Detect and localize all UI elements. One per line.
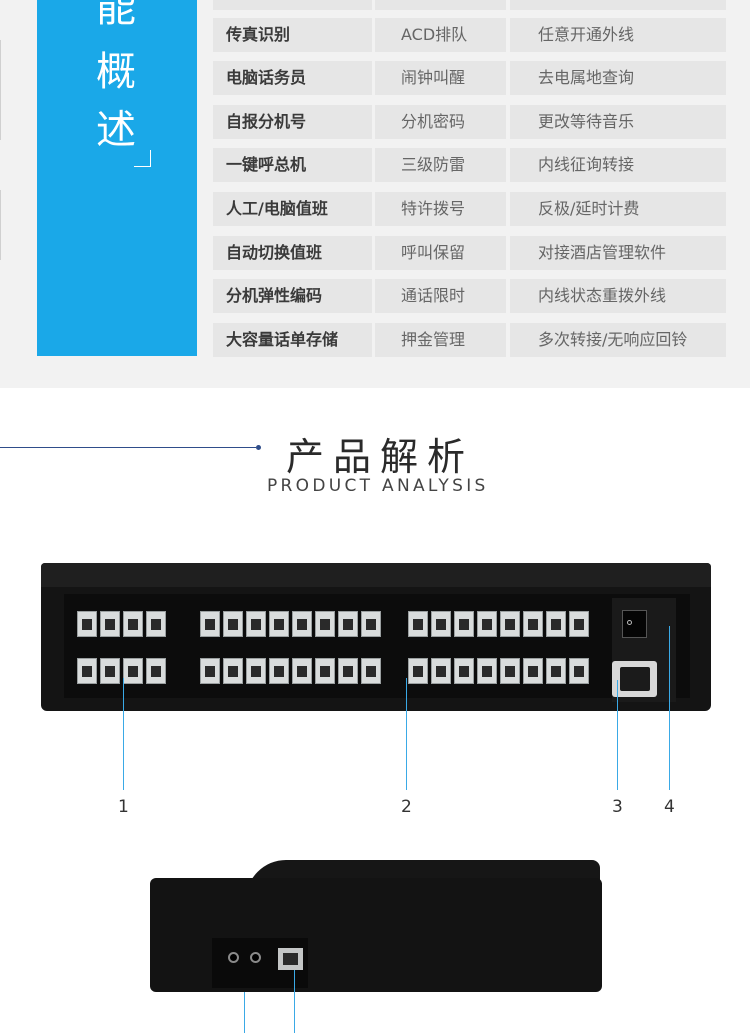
- rj11-port-icon: [546, 658, 566, 684]
- heading-dot: [256, 445, 261, 450]
- feature-cell: [213, 0, 372, 10]
- vertical-title-char: 述: [96, 107, 136, 153]
- rj11-port-icon: [477, 658, 497, 684]
- device-top-edge: [41, 563, 711, 587]
- rj11-port-icon: [246, 611, 266, 637]
- rj11-port-icon: [292, 611, 312, 637]
- rj11-port-icon: [200, 658, 220, 684]
- callout-line-2: [406, 678, 407, 790]
- feature-cell: 人工/电脑值班: [213, 192, 372, 226]
- rj11-port-icon: [408, 611, 428, 637]
- rj11-port-icon: [77, 611, 97, 637]
- rj11-port-icon: [269, 611, 289, 637]
- feature-cell: 分机密码: [375, 105, 506, 139]
- feature-cell: [375, 0, 506, 10]
- feature-cell: 大容量话单存储: [213, 323, 372, 357]
- heading-rule: [0, 447, 256, 448]
- rj11-port-icon: [123, 611, 143, 637]
- rj11-port-icon: [454, 611, 474, 637]
- feature-cell: 自动切换值班: [213, 236, 372, 270]
- feature-cell: 反极/延时计费: [510, 192, 726, 226]
- feature-cell: 分机弹性编码: [213, 279, 372, 313]
- rj11-port-icon: [223, 611, 243, 637]
- rj11-port-icon: [454, 658, 474, 684]
- power-switch-icon: [622, 610, 647, 638]
- section-title: 产品解析: [286, 435, 475, 479]
- feature-cell: 自报分机号: [213, 105, 372, 139]
- power-socket-inner: [620, 667, 650, 691]
- callout-line-side-2: [294, 970, 295, 1033]
- rj11-port-icon: [500, 658, 520, 684]
- rj11-port-icon: [269, 658, 289, 684]
- feature-cell: 一键呼总机: [213, 148, 372, 182]
- rj11-port-icon: [500, 611, 520, 637]
- rj11-port-icon: [569, 611, 589, 637]
- rj11-port-icon: [546, 611, 566, 637]
- rj11-port-icon: [361, 611, 381, 637]
- left-edge-line: [0, 40, 1, 140]
- feature-cell: 内线征询转接: [510, 148, 726, 182]
- vertical-title-char: 能: [96, 0, 136, 31]
- feature-cell: 任意开通外线: [510, 18, 726, 52]
- feature-cell: 闹钟叫醒: [375, 61, 506, 95]
- callout-line-side-1: [244, 992, 245, 1033]
- rj11-port-icon: [100, 611, 120, 637]
- feature-cell: 呼叫保留: [375, 236, 506, 270]
- title-corner-mark: [134, 150, 151, 167]
- rj11-port-icon: [523, 611, 543, 637]
- features-section: 能 概 述 传真识别 ACD排队 任意开通外线 电脑话务员 闹钟叫醒 去电属地查…: [0, 0, 750, 388]
- switch-mark-icon: [627, 620, 632, 625]
- feature-cell: 内线状态重拨外线: [510, 279, 726, 313]
- rj11-port-icon: [477, 611, 497, 637]
- feature-cell: 传真识别: [213, 18, 372, 52]
- audio-jack-icon: [250, 952, 261, 963]
- feature-cell: [510, 0, 726, 10]
- rj11-port-icon: [523, 658, 543, 684]
- rj11-port-icon: [100, 658, 120, 684]
- rj11-port-icon: [315, 611, 335, 637]
- rj11-port-icon: [361, 658, 381, 684]
- feature-cell: 多次转接/无响应回铃: [510, 323, 726, 357]
- callout-line-1: [123, 678, 124, 790]
- feature-cell: ACD排队: [375, 18, 506, 52]
- section-subtitle: PRODUCT ANALYSIS: [267, 476, 489, 496]
- feature-cell: 电脑话务员: [213, 61, 372, 95]
- feature-cell: 特许拨号: [375, 192, 506, 226]
- rj11-port-icon: [431, 611, 451, 637]
- rj11-port-icon: [223, 658, 243, 684]
- feature-cell: 对接酒店管理软件: [510, 236, 726, 270]
- rj11-port-icon: [146, 658, 166, 684]
- rj11-port-icon: [315, 658, 335, 684]
- rj11-port-icon: [200, 611, 220, 637]
- feature-cell: 押金管理: [375, 323, 506, 357]
- callout-number-4: 4: [664, 797, 675, 817]
- rj11-port-icon: [338, 658, 358, 684]
- rj11-port-icon: [246, 658, 266, 684]
- vertical-title-char: 概: [96, 49, 136, 95]
- rj11-port-icon: [431, 658, 451, 684]
- callout-line-3: [617, 680, 618, 790]
- callout-number-3: 3: [612, 797, 623, 817]
- audio-jack-icon: [228, 952, 239, 963]
- rj11-port-icon: [569, 658, 589, 684]
- rj45-port-icon: [278, 948, 303, 970]
- rj11-port-icon: [408, 658, 428, 684]
- feature-cell: 通话限时: [375, 279, 506, 313]
- feature-cell: 更改等待音乐: [510, 105, 726, 139]
- rj11-port-icon: [77, 658, 97, 684]
- rj11-port-icon: [338, 611, 358, 637]
- feature-cell: 三级防雷: [375, 148, 506, 182]
- left-edge-line: [0, 190, 1, 260]
- overview-title-panel: [37, 0, 197, 356]
- rj11-port-icon: [123, 658, 143, 684]
- rj11-port-icon: [292, 658, 312, 684]
- callout-line-4: [669, 626, 670, 790]
- callout-number-1: 1: [118, 797, 129, 817]
- feature-cell: 去电属地查询: [510, 61, 726, 95]
- callout-number-2: 2: [401, 797, 412, 817]
- rj11-port-icon: [146, 611, 166, 637]
